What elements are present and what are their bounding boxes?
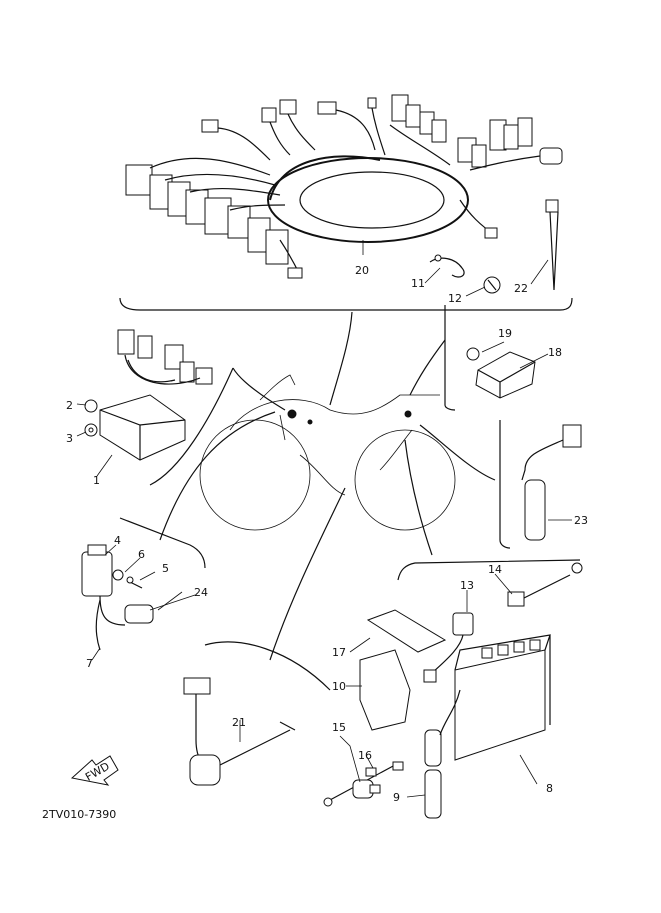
part-label-4: 4 [114, 534, 121, 547]
label-leaders [76, 240, 572, 798]
part-label-17: 17 [332, 646, 346, 659]
wire-harness [125, 94, 563, 279]
neutral-switch-group [183, 641, 331, 786]
drawing-code: 2TV010-7390 [42, 808, 116, 821]
rectifier-unit [99, 394, 186, 461]
harness-connectors-top [201, 97, 386, 161]
part-label-19: 19 [498, 327, 512, 340]
clamp-parts [429, 254, 501, 294]
cable-tie [545, 199, 559, 291]
ignition-coil-group [81, 517, 206, 651]
part-label-23: 23 [574, 514, 588, 527]
part-label-7: 7 [86, 657, 93, 670]
part-label-14: 14 [488, 563, 502, 576]
part-label-24: 24 [194, 586, 208, 599]
part-label-16: 16 [358, 749, 372, 762]
forward-arrow-icon: FWD [70, 755, 119, 786]
leader-lines [159, 311, 496, 661]
part-label-21: 21 [232, 716, 246, 729]
part-label-20: 20 [355, 264, 369, 277]
part-label-11: 11 [411, 277, 425, 290]
part-label-22: 22 [514, 282, 528, 295]
part-label-8: 8 [546, 782, 553, 795]
part-labels: 1 2 3 4 5 6 7 8 9 10 11 12 13 14 15 16 1… [66, 264, 588, 804]
sender-unit-group [499, 420, 582, 549]
part-label-2: 2 [66, 399, 73, 412]
part-label-18: 18 [548, 346, 562, 359]
part-label-13: 13 [460, 579, 474, 592]
battery-group [323, 559, 583, 819]
part-label-3: 3 [66, 432, 73, 445]
part-label-5: 5 [162, 562, 169, 575]
harness-connectors-right [389, 94, 563, 239]
part-label-15: 15 [332, 721, 346, 734]
harness-bracket [119, 297, 573, 311]
motorcycle-outline [199, 374, 456, 531]
part-label-10: 10 [332, 680, 346, 693]
regulator-group [444, 305, 536, 411]
rectifier-group [84, 329, 234, 486]
harness-connectors-left [125, 157, 303, 279]
part-label-6: 6 [138, 548, 145, 561]
part-label-12: 12 [448, 292, 462, 305]
part-label-9: 9 [393, 791, 400, 804]
part-label-1: 1 [93, 474, 100, 487]
